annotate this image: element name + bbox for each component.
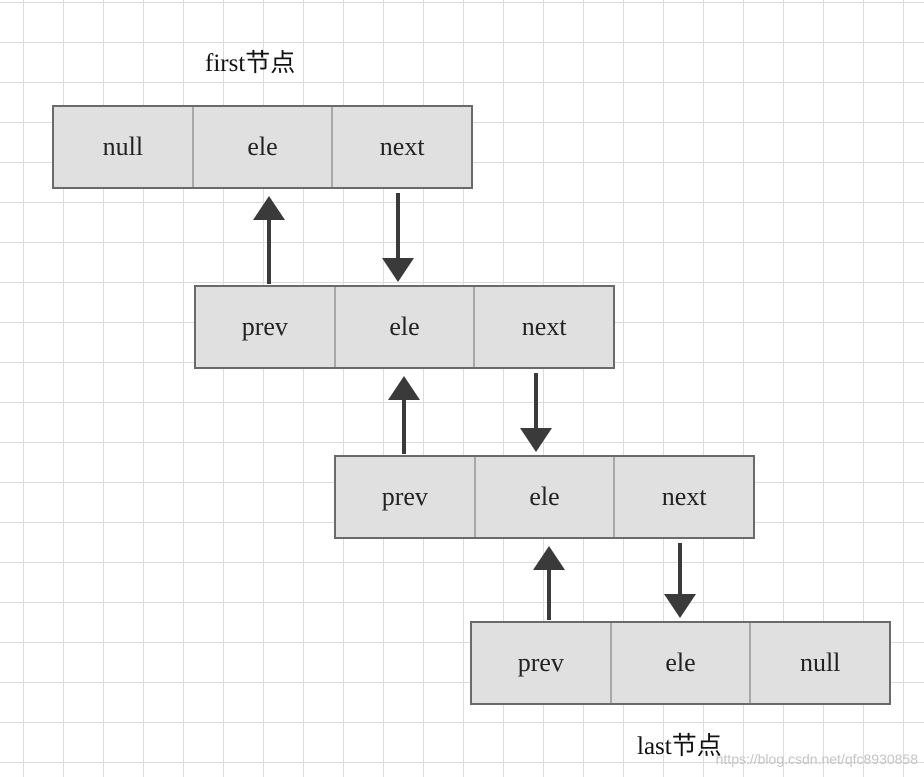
linked-list-node-second: prev ele next [194,285,615,369]
node-field-next: next [613,457,753,537]
last-node-label: last节点 [637,733,722,760]
node-field-ele: ele [473,457,614,537]
node-field-prev: null [102,132,144,161]
linked-list-node-last: prev ele null [470,621,891,705]
node-field-ele: ele [333,287,474,367]
linked-list-node-third: prev ele next [334,455,755,539]
node-field-next: null [749,623,889,703]
linked-list-node-first: null ele next [52,105,473,189]
node-field-prev: prev [381,482,428,511]
first-node-label: first节点 [205,50,296,77]
node-field-next: next [331,107,471,187]
node-field-prev: prev [241,312,288,341]
node-field-ele: ele [191,107,332,187]
node-field-next: next [473,287,613,367]
watermark: https://blog.csdn.net/qfc8930858 [715,751,918,767]
node-field-prev: prev [517,648,564,677]
node-field-ele: ele [609,623,750,703]
